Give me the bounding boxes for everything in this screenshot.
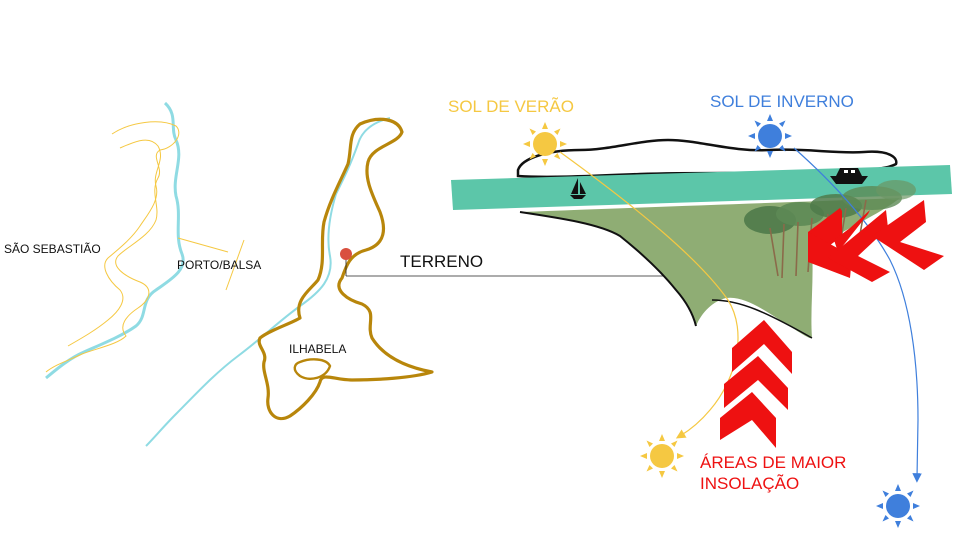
- mainland-coastline-inner: [67, 139, 161, 347]
- ilhabela-water-line: [145, 117, 391, 447]
- summer-sun-path: [559, 151, 739, 439]
- ilhabela-label: ILHABELA: [289, 342, 347, 356]
- ferry-route-line: [225, 239, 245, 291]
- ilhabela-map: [145, 117, 716, 447]
- insolation-label-line2: INSOLAÇÃO: [700, 474, 800, 493]
- porto-balsa-label: PORTO/BALSA: [177, 258, 262, 272]
- summer-sun-icon: [640, 434, 684, 478]
- mainland-coastline: [45, 121, 180, 373]
- ferry-route-line: [177, 237, 229, 253]
- terrain-edge: [519, 211, 697, 327]
- chevron-arrow-icon: [872, 200, 944, 270]
- sao-sebastiao-map: [45, 101, 245, 380]
- chevron-arrow-icon: [828, 210, 890, 282]
- winter-sun-icon: [876, 484, 920, 528]
- sailboat-icon: [570, 178, 586, 199]
- island-outline: [516, 138, 898, 179]
- insolation-label-line1: ÁREAS DE MAIOR: [700, 453, 847, 472]
- terrain-edge: [711, 299, 813, 339]
- insolation-areas-label: ÁREAS DE MAIOR INSOLAÇÃO: [700, 452, 846, 494]
- summer-sun-icon: [523, 122, 567, 166]
- chevron-arrow-icon: [720, 320, 792, 448]
- summer-sun-label: SOL DE VERÃO: [448, 97, 574, 116]
- winter-sun-label: SOL DE INVERNO: [710, 92, 854, 111]
- location-pin-icon: [340, 248, 352, 260]
- site-section-diagram: [451, 138, 952, 483]
- terreno-label: TERRENO: [400, 252, 484, 271]
- ilhabela-inner-contour: [293, 358, 332, 380]
- sao-sebastiao-label: SÃO SEBASTIÃO: [4, 242, 101, 256]
- winter-sun-icon: [748, 114, 792, 158]
- ilhabela-coastline: [257, 117, 434, 421]
- chevron-arrow-icon: [808, 208, 852, 278]
- winter-sun-path: [793, 147, 922, 483]
- channel-water-line: [45, 101, 185, 380]
- boat-icon: [830, 168, 868, 184]
